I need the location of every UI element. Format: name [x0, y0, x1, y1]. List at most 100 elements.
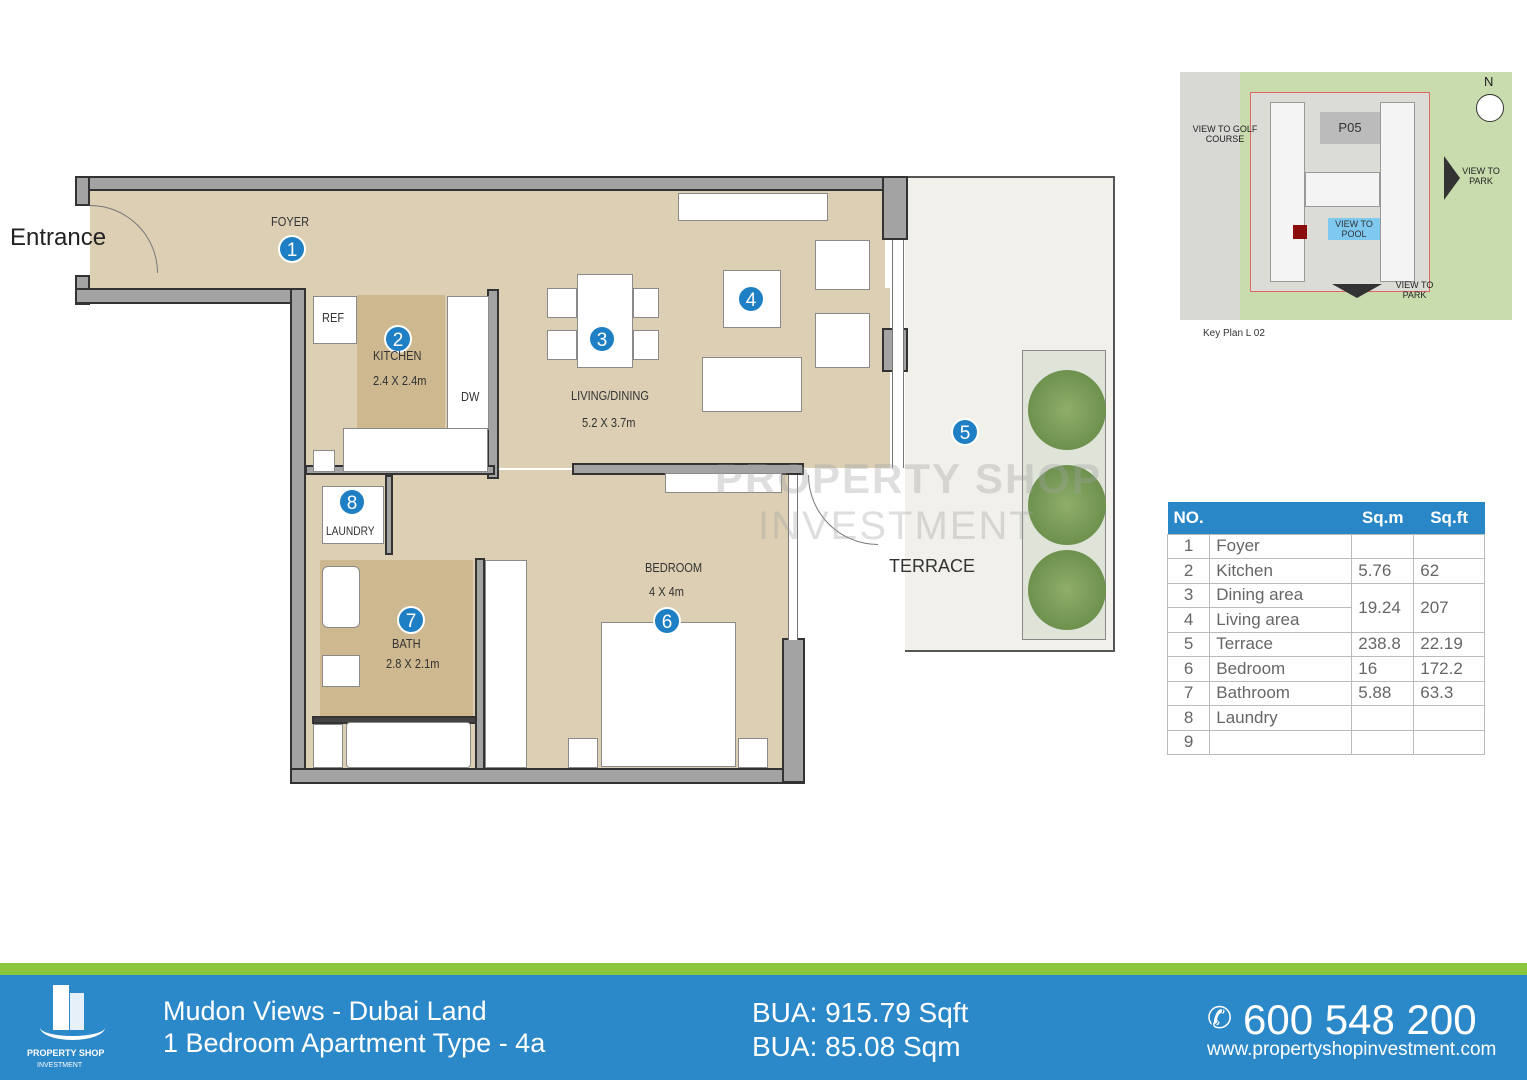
cell-name: Kitchen [1209, 558, 1353, 584]
room-number: 2 [384, 325, 412, 353]
view-arrow-icon [1332, 284, 1382, 298]
ref-label: REF [322, 310, 345, 325]
watermark: PROPERTY SHOP [715, 455, 1102, 502]
toilet [322, 655, 360, 687]
building-block [1380, 102, 1415, 282]
tv-unit [678, 193, 828, 221]
cell-sqm [1351, 729, 1415, 755]
header-no: NO. [1167, 502, 1210, 534]
pool: VIEW TO POOL [1328, 218, 1380, 240]
compass-icon [1476, 94, 1504, 122]
wall [290, 768, 805, 784]
window [892, 240, 904, 468]
building-block [1305, 172, 1380, 207]
wall [782, 638, 805, 783]
room-label: BATH [392, 636, 421, 651]
cell-name [1209, 729, 1353, 755]
cell-sqm [1351, 533, 1415, 559]
project-name: Mudon Views - Dubai Land [163, 996, 487, 1026]
view-label: VIEW TO PARK [1395, 280, 1434, 300]
cell-name: Dining area [1209, 582, 1353, 608]
view-label: VIEW TO GOLF COURSE [1192, 124, 1258, 144]
cell-no: 6 [1166, 656, 1211, 682]
bua-sqft: BUA: 915.79 Sqft [752, 997, 969, 1028]
building-label: P05 [1320, 112, 1380, 144]
chair [633, 288, 659, 318]
cell-sqft [1413, 533, 1485, 559]
room-label: LIVING/DINING [571, 388, 649, 403]
cell-sqm: 19.24 [1351, 582, 1415, 633]
cell-sqft [1413, 729, 1485, 755]
nightstand [568, 738, 598, 768]
table-row: 9 [1166, 729, 1485, 755]
entrance-label: Entrance [10, 224, 107, 251]
unit-type: 1 Bedroom Apartment Type - 4a [163, 1028, 546, 1058]
wall [75, 176, 908, 191]
phone-number[interactable]: 600 548 200 [1243, 996, 1477, 1043]
website-link[interactable]: www.propertyshopinvestment.com [1207, 1039, 1497, 1060]
cell-no: 2 [1166, 558, 1211, 584]
cell-name: Laundry [1209, 705, 1353, 731]
chair [547, 288, 577, 318]
tree-icon [1028, 465, 1106, 545]
room-label: FOYER [271, 214, 310, 229]
cell-name: Foyer [1209, 533, 1353, 559]
north-label: N [1484, 74, 1494, 89]
room-number: 7 [397, 606, 425, 634]
room-dims: 5.2 X 3.7m [582, 415, 636, 430]
footer-accent [0, 963, 1527, 975]
shaft [313, 724, 343, 768]
counter [447, 296, 489, 430]
unit-location-marker [1293, 225, 1307, 239]
wall [290, 288, 306, 783]
chair [547, 330, 577, 360]
room-label: KITCHEN [373, 348, 422, 363]
bathtub [346, 722, 471, 768]
cell-no: 4 [1166, 607, 1211, 633]
room-number: 4 [737, 285, 765, 313]
bua-sqm: BUA: 85.08 Sqm [752, 1031, 961, 1062]
chair [633, 330, 659, 360]
counter [343, 428, 488, 472]
room-number: 6 [653, 607, 681, 635]
cell-name: Living area [1209, 607, 1353, 633]
room-label: BEDROOM [645, 560, 703, 575]
key-plan-caption: Key Plan L 02 [1203, 328, 1265, 339]
room-number: 3 [588, 325, 616, 353]
view-label: VIEW TO PARK [1462, 166, 1500, 186]
window [788, 475, 798, 640]
wall [75, 288, 305, 304]
wardrobe-shelf [665, 473, 782, 493]
nightstand [738, 738, 768, 768]
cell-name: Bathroom [1209, 680, 1353, 706]
cell-name: Bedroom [1209, 656, 1353, 682]
cell-no: 3 [1166, 582, 1211, 608]
cell-sqm [1351, 705, 1415, 731]
kitchen-floor [357, 295, 445, 428]
cell-sqft: 62 [1413, 558, 1485, 584]
cell-sqm: 5.88 [1351, 680, 1415, 706]
cell-no: 5 [1166, 631, 1211, 657]
armchair [815, 313, 870, 368]
cell-sqft [1413, 705, 1485, 731]
header-sqft: Sq.ft [1413, 502, 1485, 534]
cell-name: Terrace [1209, 631, 1353, 657]
table-header: NO. Sq.m Sq.ft [1167, 502, 1485, 534]
wardrobe [485, 560, 527, 768]
cell-sqft: 172.2 [1413, 656, 1485, 682]
phone-icon: ✆ [1207, 1002, 1233, 1035]
dw-label: DW [461, 389, 480, 404]
logo-text: PROPERTY SHOP [27, 1048, 105, 1058]
tree-icon [1028, 370, 1106, 450]
header-sqm: Sq.m [1351, 502, 1414, 534]
cell-sqft: 63.3 [1413, 680, 1485, 706]
tree-icon [1028, 550, 1106, 630]
